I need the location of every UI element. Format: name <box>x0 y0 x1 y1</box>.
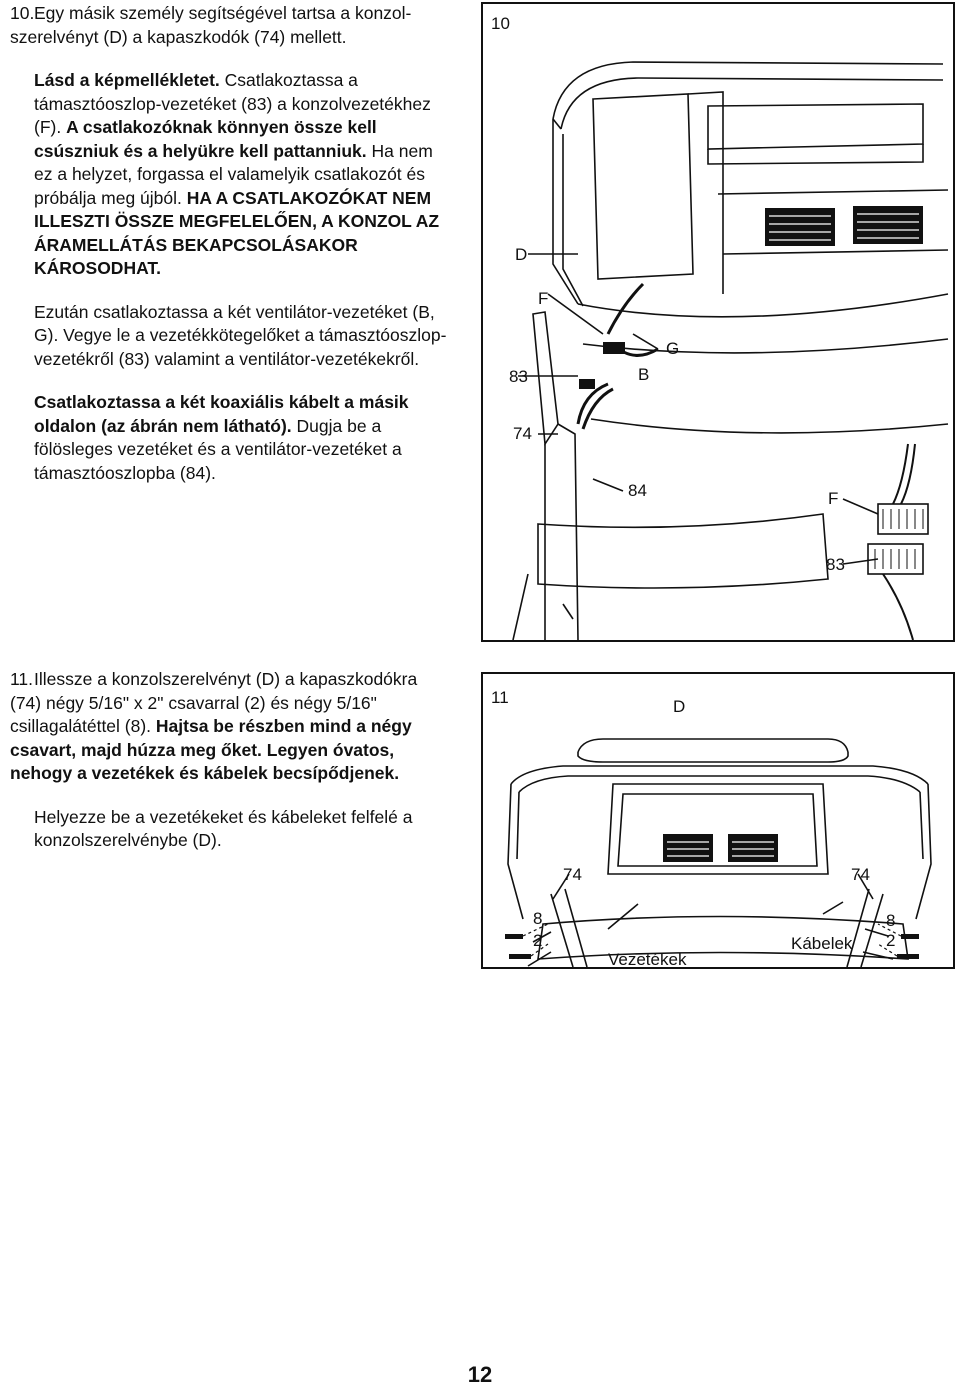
step-10-p3: Ezután csatlakoztassa a két ventilátor-v… <box>34 301 447 369</box>
step-11-p1-bold: Hajtsa be részben mind a négy csavart, m… <box>10 716 412 783</box>
step-10-p1: Egy másik személy segítségével tartsa a … <box>10 3 412 47</box>
figure-10-drawing: D F G B 83 74 84 F 83 <box>509 61 949 640</box>
step-10-connect-paragraph: Lásd a képmellékletet. Csatlakoztassa a … <box>10 69 450 281</box>
step-10-fan-paragraph: Ezután csatlakoztassa a két ventilátor-v… <box>10 301 450 372</box>
step-11-paragraph: 11.Illessze a konzolszerelvényt (D) a ka… <box>10 668 450 786</box>
step-11-text: 11.Illessze a konzolszerelvényt (D) a ka… <box>10 668 450 873</box>
label-D: D <box>515 245 527 264</box>
label-74-right: 74 <box>851 865 870 884</box>
see-figure-note: Lásd a képmellékletet. <box>34 70 220 90</box>
label-84: 84 <box>628 481 647 500</box>
step-10-p4-bold: Csatlakoztassa a két koaxiális kábelt a … <box>34 392 409 436</box>
step-11-cables-paragraph: Helyezze be a vezetékeket és kábeleket f… <box>10 806 450 853</box>
label-F: F <box>538 289 548 308</box>
warning-text: HA A CSATLAKOZÓKAT NEM ILLESZTI ÖSSZE ME… <box>34 187 440 279</box>
step-10-p2-bold: A csatlakozóknak könnyen össze kell csús… <box>34 117 377 161</box>
label-2-right: 2 <box>886 931 895 950</box>
label-vezetekek: Vezetékek <box>608 950 687 967</box>
label-2-left: 2 <box>533 931 542 950</box>
label-F-inset: F <box>828 489 838 508</box>
label-74-left: 74 <box>563 865 582 884</box>
figure-10-number: 10 <box>491 14 510 33</box>
figure-10: 10 <box>481 2 955 642</box>
label-74: 74 <box>513 424 532 443</box>
step-10-p2a: Csatlakoztassa a támasztóoszlop-vezetéke… <box>34 70 431 137</box>
label-D-fig11: D <box>673 697 685 716</box>
label-8-left: 8 <box>533 909 542 928</box>
label-8-right: 8 <box>886 911 895 930</box>
step-11-number: 11. <box>10 669 34 689</box>
label-B: B <box>638 365 649 384</box>
page-number: 12 <box>467 1362 493 1387</box>
figure-11-number: 11 <box>491 688 509 707</box>
step-10-p2b: Ha nem ez a helyzet, forgassa el valamel… <box>34 140 433 208</box>
label-kabelek: Kábelek <box>791 934 853 953</box>
step-11-p2: Helyezze be a vezetékeket és kábeleket f… <box>34 806 413 851</box>
step-10-coax-paragraph: Csatlakoztassa a két koaxiális kábelt a … <box>10 391 450 485</box>
step-10-p4a: Dugja be a fölösleges vezetéket és a ven… <box>34 415 402 483</box>
label-G: G <box>666 339 679 358</box>
label-83: 83 <box>509 367 528 386</box>
step-11-p1a: Illessze a konzolszerelvényt (D) a kapas… <box>10 669 418 736</box>
step-10-number: 10. <box>10 3 35 23</box>
figure-11: 11 <box>481 672 955 969</box>
step-10-intro: 10.Egy másik személy segítségével tartsa… <box>10 2 450 49</box>
label-83-inset: 83 <box>826 555 845 574</box>
step-10-text: 10.Egy másik személy segítségével tartsa… <box>10 2 450 505</box>
